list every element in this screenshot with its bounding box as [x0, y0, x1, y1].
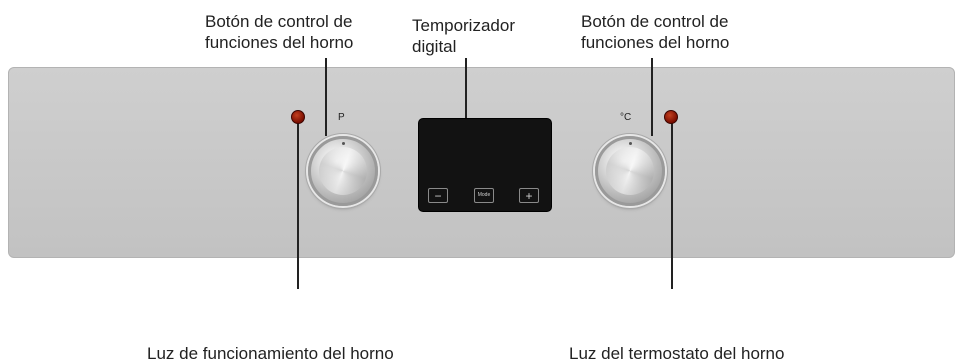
- right-oven-function-knob[interactable]: [595, 136, 665, 206]
- left-lamp-label: Luz de funcionamiento del horno: [147, 344, 394, 363]
- left-knob-mark: P: [338, 112, 345, 123]
- power-lamp-icon: [291, 110, 305, 124]
- left-knob-label-line2: funciones del horno: [205, 33, 354, 52]
- timer-minus-button[interactable]: −: [428, 188, 448, 203]
- knob-indicator-dot: [629, 142, 632, 145]
- digital-timer-display: − Mode +: [418, 118, 552, 212]
- timer-label-line1: Temporizador: [412, 16, 515, 35]
- timer-label-line2: digital: [412, 37, 457, 56]
- knob-shine: [319, 147, 367, 195]
- timer-plus-button[interactable]: +: [519, 188, 539, 203]
- left-oven-function-knob[interactable]: [308, 136, 378, 206]
- right-knob-label-line1: Botón de control de: [581, 12, 729, 31]
- right-knob-label: Botón de control de funciones del horno: [581, 11, 729, 53]
- knob-shine: [606, 147, 654, 195]
- thermostat-lamp-icon: [664, 110, 678, 124]
- left-lamp-leader-line: [297, 121, 299, 289]
- right-knob-label-line2: funciones del horno: [581, 33, 730, 52]
- left-knob-label-line1: Botón de control de: [205, 12, 353, 31]
- knob-indicator-dot: [342, 142, 345, 145]
- left-knob-leader-line: [325, 58, 327, 136]
- timer-mode-button[interactable]: Mode: [474, 188, 494, 203]
- timer-label: Temporizador digital: [412, 15, 515, 57]
- timer-leader-line: [465, 58, 467, 120]
- right-knob-mark: °C: [620, 112, 632, 123]
- left-knob-label: Botón de control de funciones del horno: [205, 11, 353, 53]
- right-lamp-leader-line: [671, 121, 673, 289]
- right-knob-leader-line: [651, 58, 653, 136]
- right-lamp-label: Luz del termostato del horno: [569, 344, 785, 363]
